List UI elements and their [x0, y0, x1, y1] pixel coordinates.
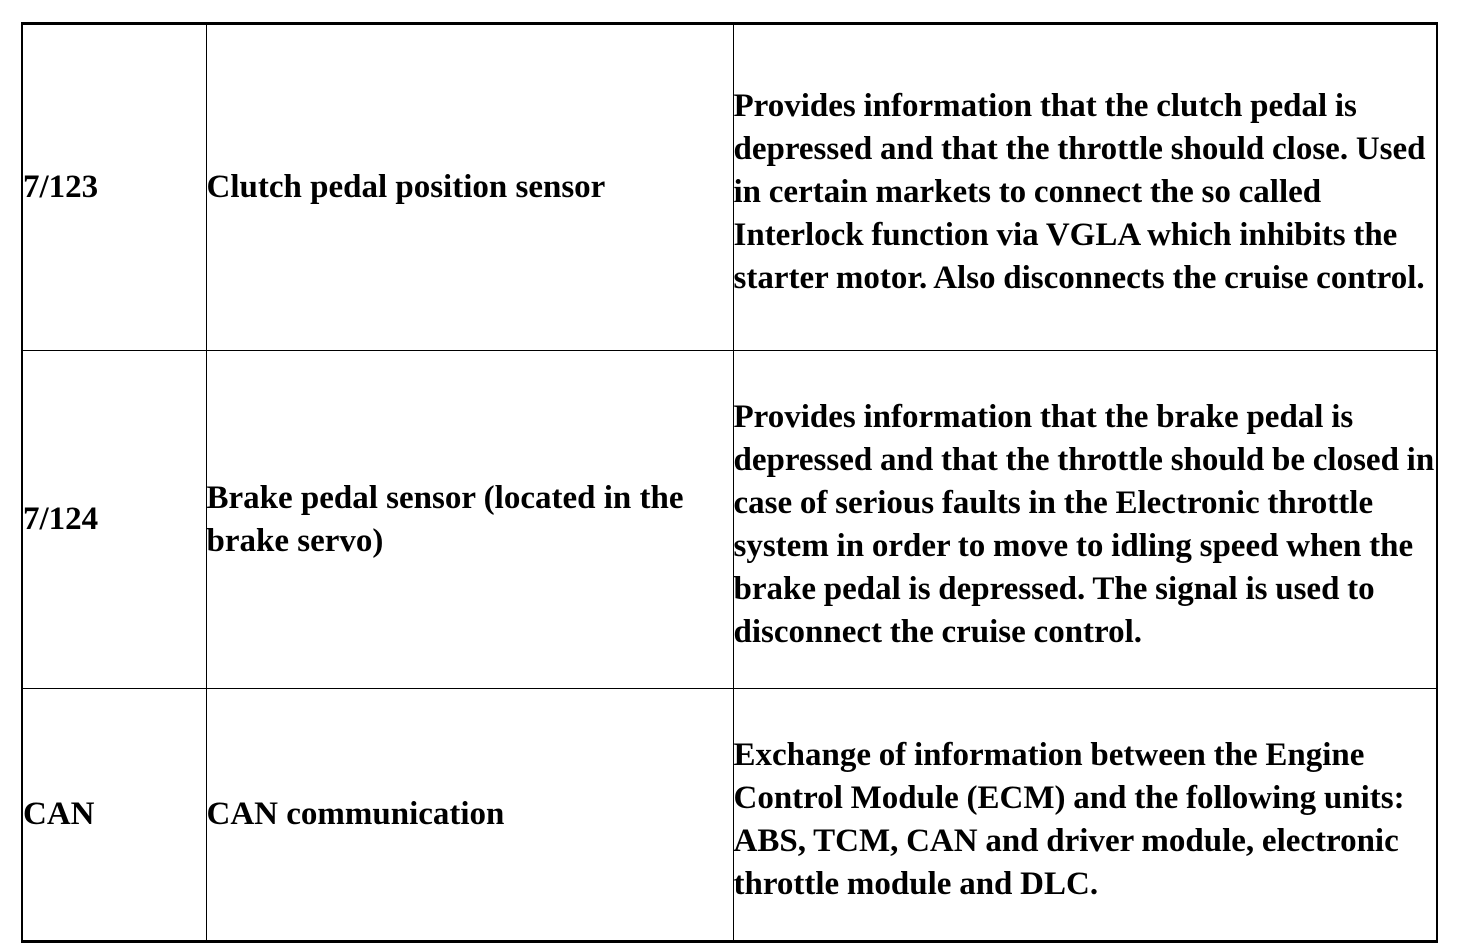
cell-component-name: CAN communication — [205, 688, 734, 943]
cell-component-code: CAN — [21, 688, 207, 943]
cell-component-description: Provides information that the brake peda… — [732, 350, 1438, 689]
table-body: 7/123 Clutch pedal position sensor Provi… — [21, 22, 1438, 943]
cell-component-description: Exchange of information between the Engi… — [732, 688, 1438, 943]
table-row: 7/124 Brake pedal sensor (located in the… — [21, 350, 1438, 689]
cell-component-name: Clutch pedal position sensor — [205, 22, 734, 351]
cell-component-code: 7/124 — [21, 350, 207, 689]
cell-component-code: 7/123 — [21, 22, 207, 351]
table-row: CAN CAN communication Exchange of inform… — [21, 688, 1438, 943]
cell-component-description: Provides information that the clutch ped… — [732, 22, 1438, 351]
table-row: 7/123 Clutch pedal position sensor Provi… — [21, 22, 1438, 351]
cell-component-name: Brake pedal sensor (located in the brake… — [205, 350, 734, 689]
component-table: 7/123 Clutch pedal position sensor Provi… — [21, 22, 1438, 943]
